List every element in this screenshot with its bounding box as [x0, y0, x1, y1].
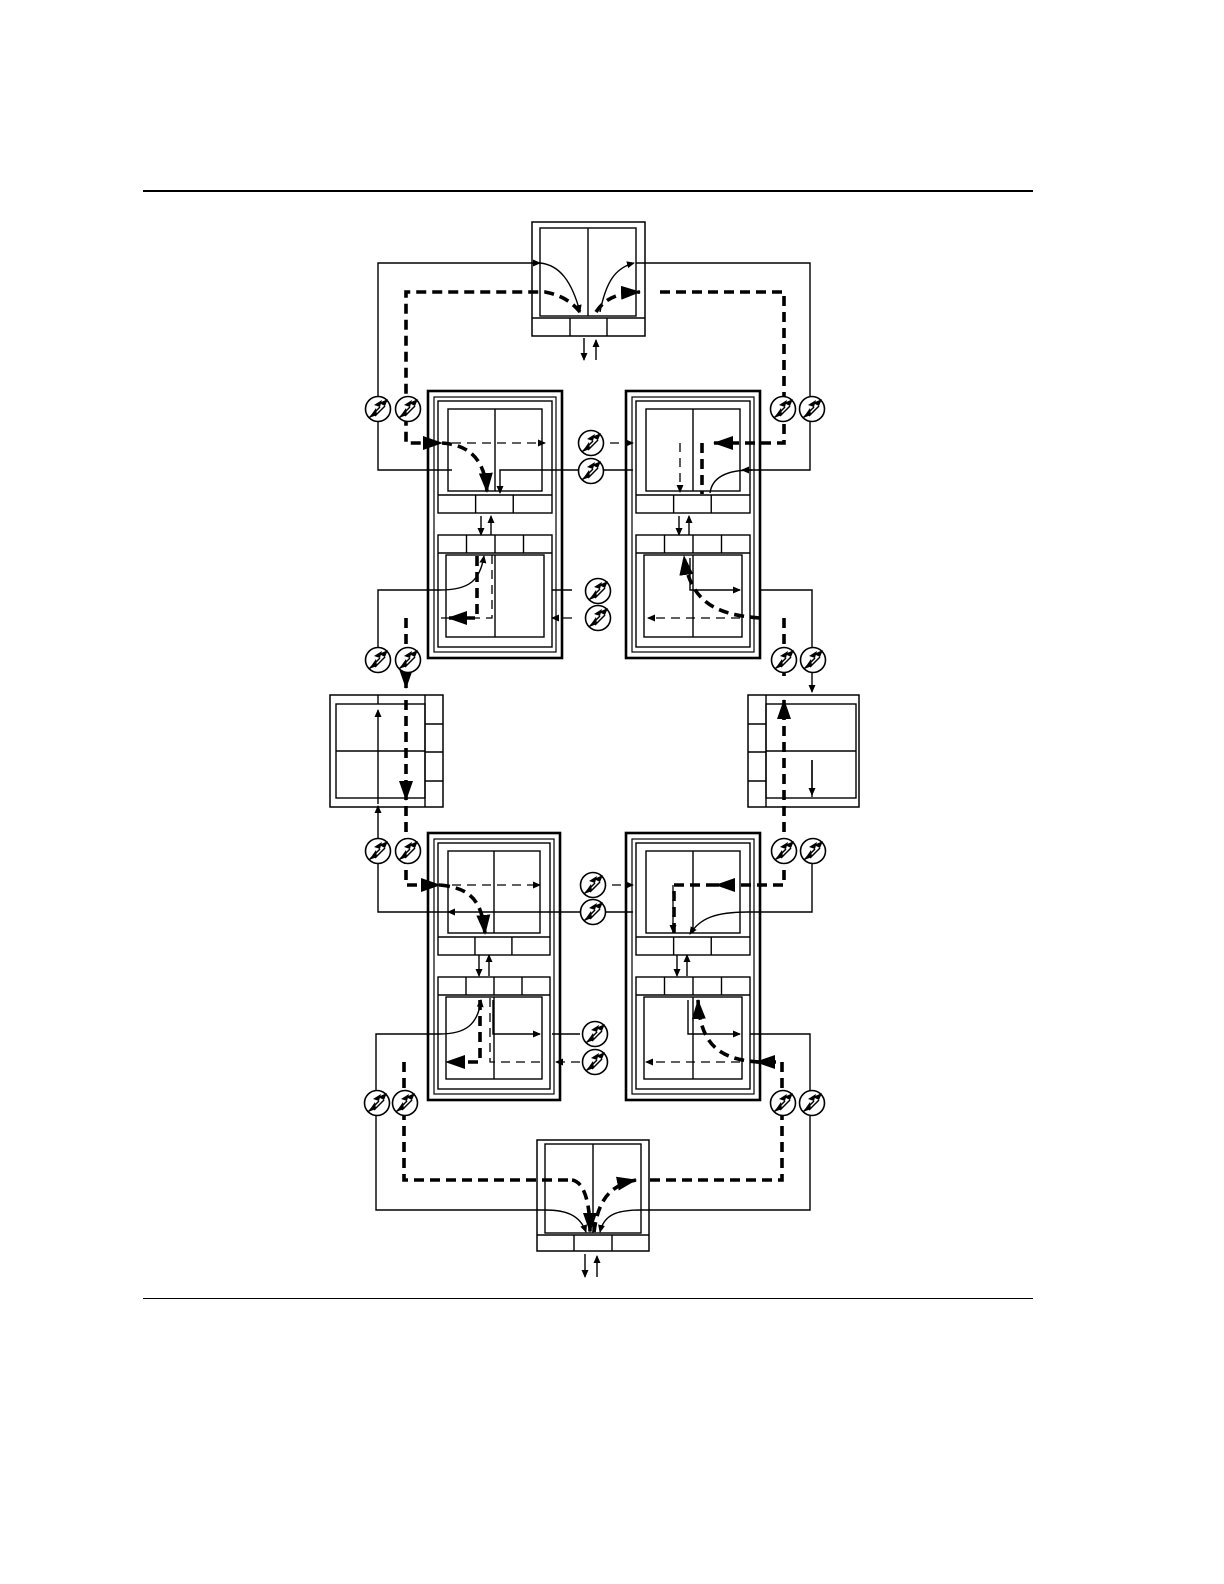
fiber-connector-icon [579, 459, 604, 484]
fiber-connector-icon [366, 648, 391, 673]
fiber-connector-icon [366, 839, 391, 864]
fiber-connector-icon [771, 397, 796, 422]
fiber-connector-icon [586, 606, 611, 631]
fiber-connector-icon [396, 648, 421, 673]
fiber-connector-icon [583, 1050, 608, 1075]
fiber-connector-icon [393, 1091, 418, 1116]
fiber-connector-icon [365, 1091, 390, 1116]
fiber-connector-icon [801, 839, 826, 864]
fiber-connector-icon [771, 1091, 796, 1116]
fiber-connector-icon [366, 397, 391, 422]
fiber-connector-icon [396, 397, 421, 422]
side-node-left [330, 695, 443, 807]
fiber-connector-icon [800, 1091, 825, 1116]
fiber-connector-icon [579, 431, 604, 456]
fiber-connector-icon [581, 873, 606, 898]
fiber-connector-icon [583, 1022, 608, 1047]
terminal-node-bottom [537, 1140, 649, 1251]
dual-switch-node-lower-left [428, 833, 560, 1100]
fiber-connector-icon [772, 648, 797, 673]
fiber-connector-icon [396, 839, 421, 864]
fiber-connector-icon [772, 839, 797, 864]
side-node-right [748, 695, 859, 807]
fiber-connector-icon [801, 648, 826, 673]
fiber-connector-icon [586, 579, 611, 604]
fiber-connector-icon [800, 397, 825, 422]
terminal-node-top [532, 222, 645, 336]
fiber-connector-icon [581, 900, 606, 925]
